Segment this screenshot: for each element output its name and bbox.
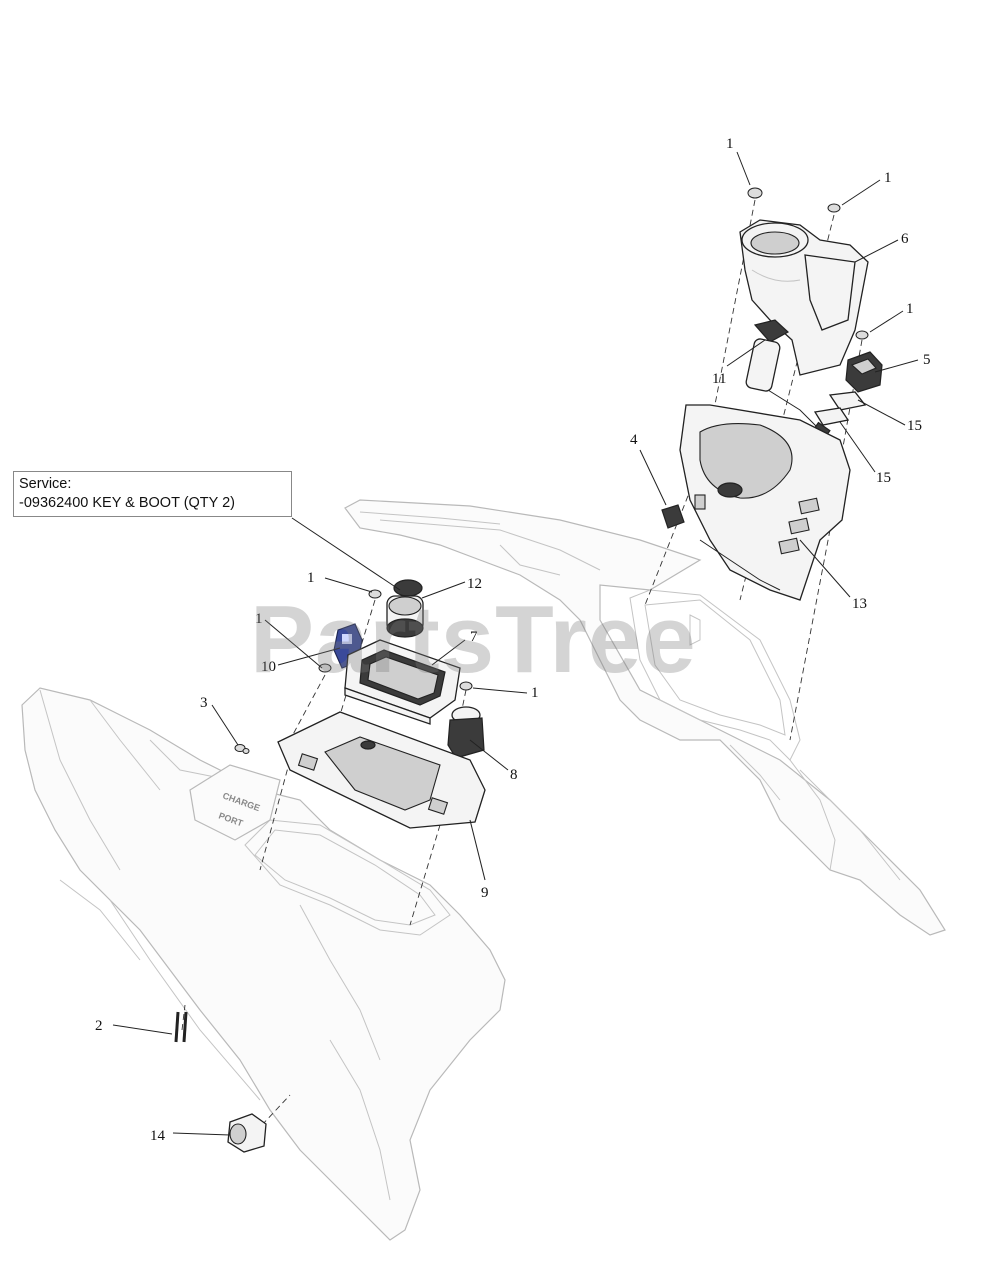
- screws-right: [747, 187, 869, 340]
- callout-6: 6: [901, 231, 909, 247]
- callout-4: 4: [630, 432, 638, 448]
- callout-10: 10: [261, 659, 276, 675]
- callout-5: 5: [923, 352, 931, 368]
- callout-labels: 1 1 6 1 5 11 15 15 4 13 12 1 1 7 10 1 3 …: [95, 136, 931, 1144]
- callout-1a: 1: [726, 136, 734, 152]
- callout-3: 3: [200, 695, 208, 711]
- callout-1f: 1: [531, 685, 539, 701]
- service-note-line: -09362400 KEY & BOOT (QTY 2): [19, 495, 235, 511]
- callout-1d: 1: [307, 570, 315, 586]
- part-7-display[interactable]: [344, 639, 461, 725]
- callout-1c: 1: [906, 301, 914, 317]
- service-note: Service: -09362400 KEY & BOOT (QTY 2): [13, 471, 292, 517]
- part-5-switch[interactable]: [845, 351, 883, 393]
- callout-12: 12: [467, 576, 482, 592]
- callout-1e: 1: [255, 611, 263, 627]
- part-14-connector[interactable]: [227, 1113, 267, 1153]
- callout-1b: 1: [884, 170, 892, 186]
- part-4-switch[interactable]: [661, 504, 685, 529]
- callout-14: 14: [150, 1128, 166, 1144]
- callout-13: 13: [852, 596, 867, 612]
- part-8-outlet[interactable]: [447, 706, 485, 759]
- part-12-key-switch[interactable]: [386, 579, 424, 638]
- part-2-pins[interactable]: [174, 1011, 188, 1043]
- watermark: PartsTree: [250, 586, 697, 693]
- part-15-switch-blanks[interactable]: [813, 391, 867, 426]
- callout-8: 8: [510, 767, 518, 783]
- service-note-heading: Service:: [19, 476, 72, 492]
- callout-9: 9: [481, 885, 489, 901]
- callout-15b: 15: [876, 470, 891, 486]
- callout-11: 11: [712, 371, 726, 387]
- part-6-cup-holder[interactable]: [739, 219, 869, 376]
- callout-2: 2: [95, 1018, 103, 1034]
- charge-port-plate: CHARGE PORT: [189, 764, 281, 841]
- leader-lines: [112, 151, 919, 1136]
- part-3-clip[interactable]: [234, 744, 250, 754]
- callout-15a: 15: [907, 418, 922, 434]
- part-13-console-plate[interactable]: [679, 404, 851, 601]
- callout-7: 7: [470, 629, 478, 645]
- part-9-dash-plate[interactable]: [277, 711, 486, 829]
- ghost-right-body: [344, 499, 946, 936]
